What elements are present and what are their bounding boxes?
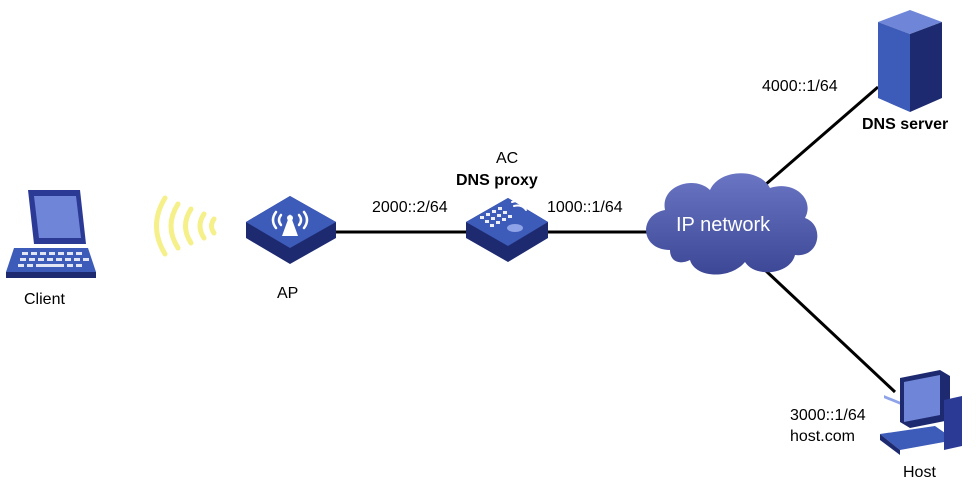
ac-out-address: 1000::1/64 — [547, 199, 623, 216]
link-cloud-dns — [764, 85, 879, 187]
laptop-icon — [6, 190, 96, 278]
client-label: Client — [24, 291, 65, 308]
host-pc-icon — [880, 370, 962, 455]
host-domain: host.com — [790, 428, 855, 445]
ip-network-cloud-icon — [646, 173, 818, 275]
ac-label: AC — [496, 150, 519, 167]
link-cloud-host — [763, 268, 897, 394]
host-label: Host — [903, 464, 936, 481]
host-address: 3000::1/64 — [790, 407, 866, 424]
ap-label: AP — [277, 285, 299, 302]
dns-server-icon — [878, 10, 942, 407]
dns-server-label: DNS server — [862, 116, 949, 133]
ac-role-label: DNS proxy — [456, 172, 538, 189]
access-point-icon — [246, 196, 336, 264]
wireless-signal-icon — [154, 195, 217, 257]
ap-link-address: 2000::2/64 — [372, 199, 448, 216]
access-controller-icon — [466, 198, 548, 262]
cloud-label: IP network — [676, 214, 771, 236]
dns-address: 4000::1/64 — [762, 78, 838, 95]
